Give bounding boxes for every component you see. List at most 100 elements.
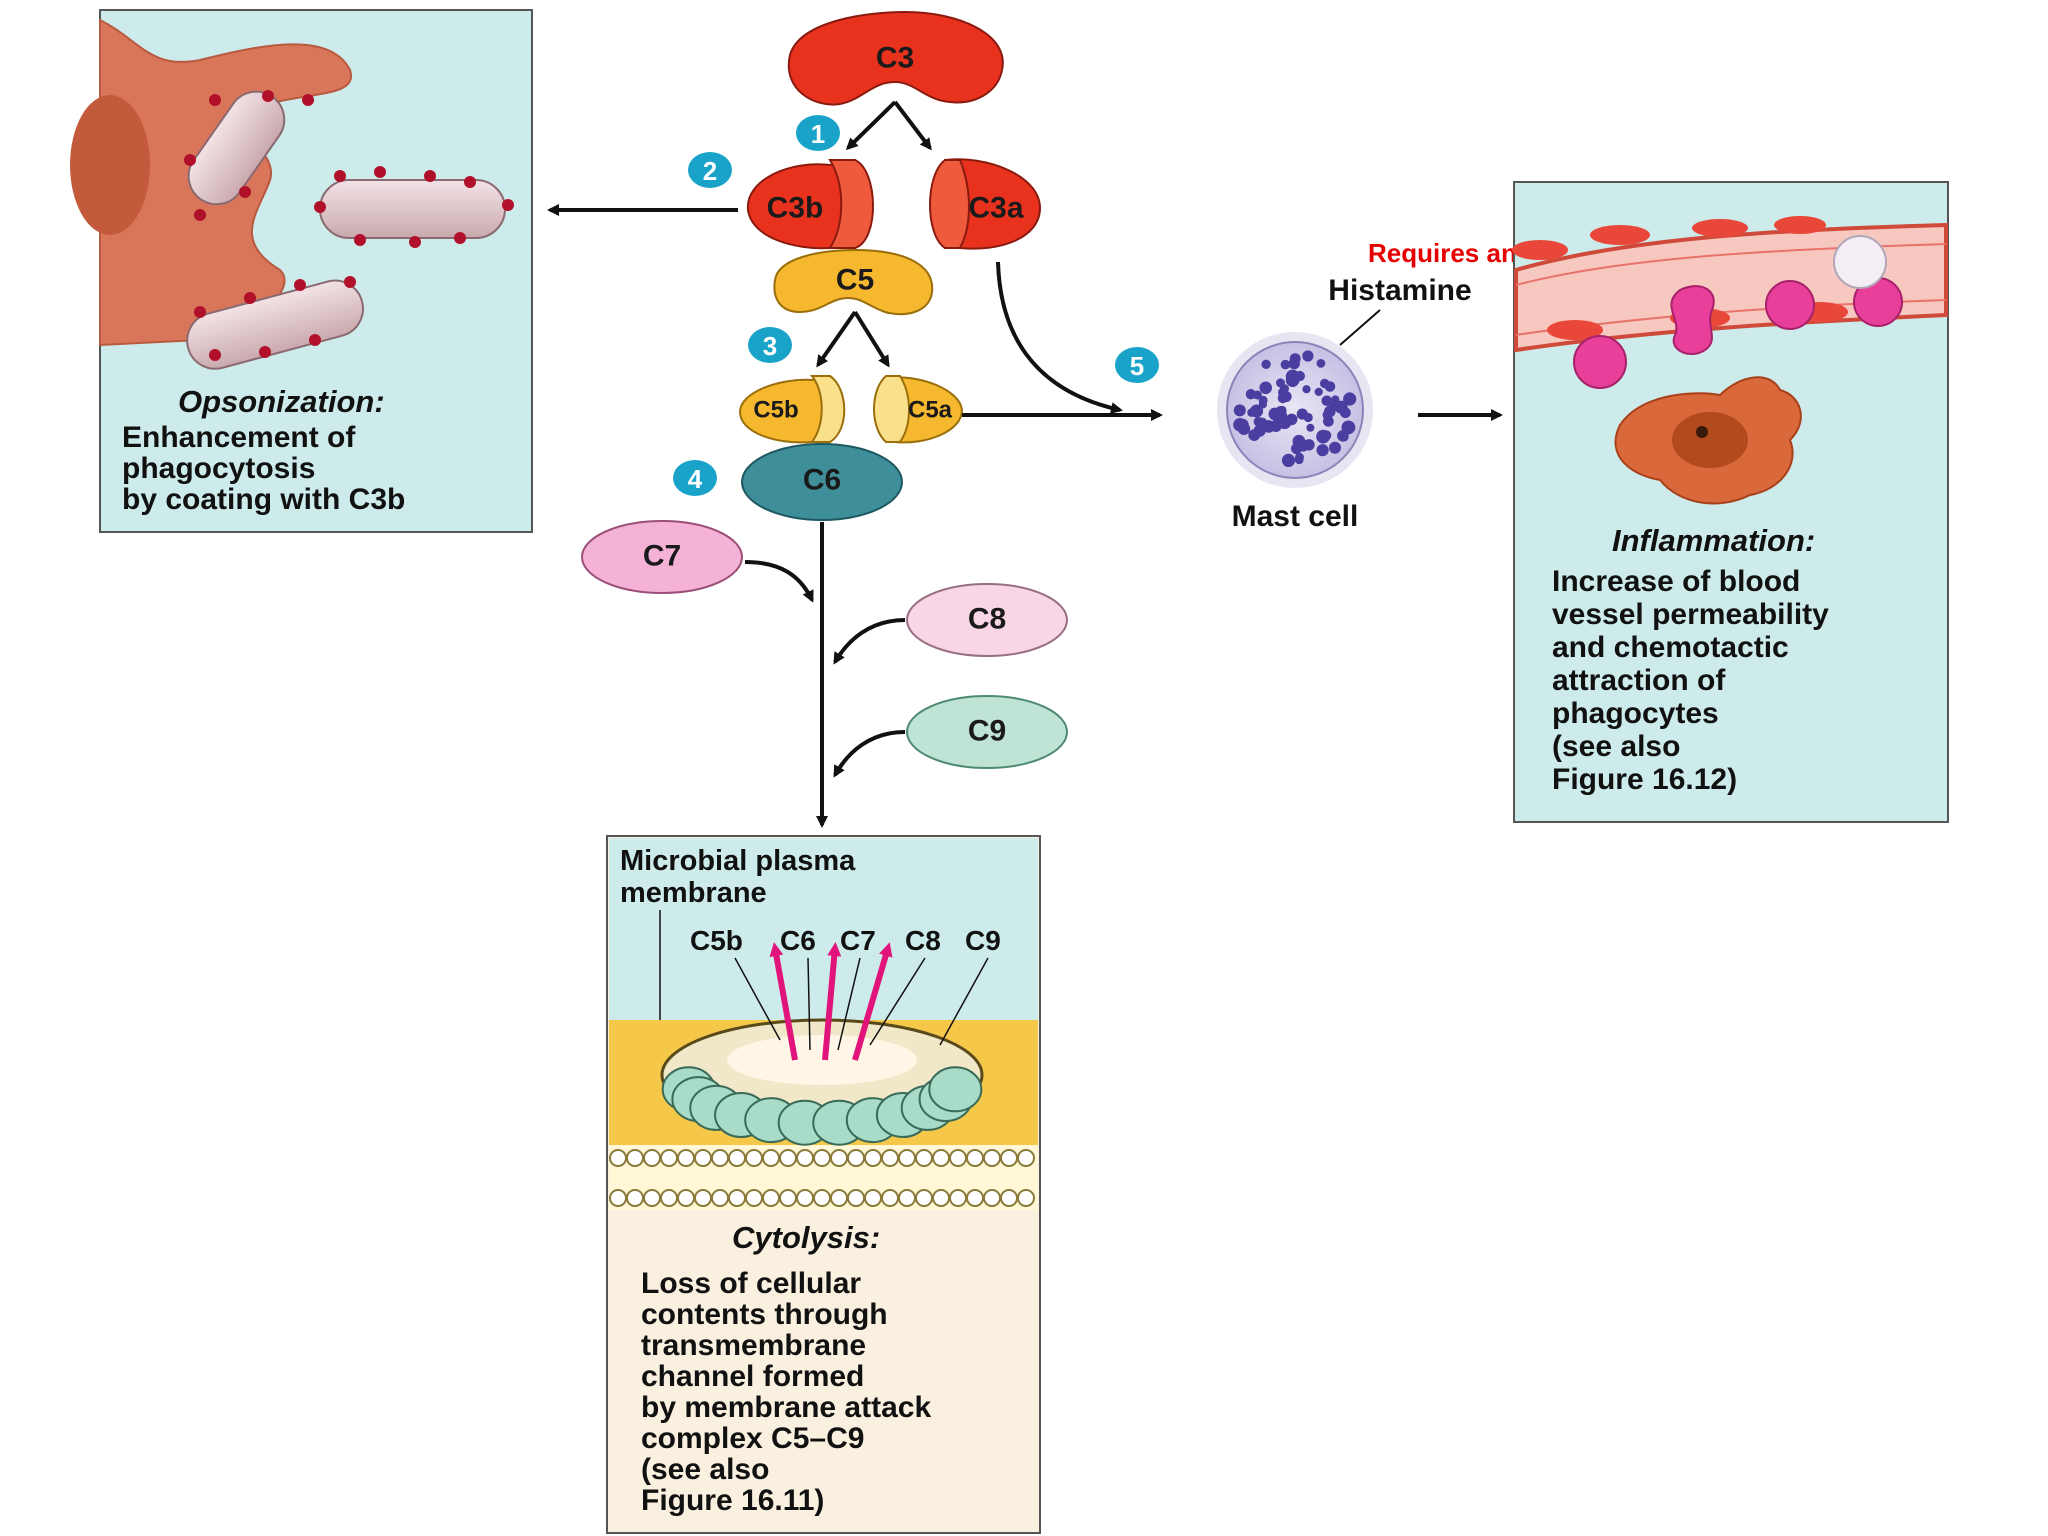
mast-cell-granule [1316,444,1329,457]
lipid-head [932,1149,950,1167]
mast-cell-granule [1233,404,1246,417]
lipid-head [966,1189,984,1207]
lipid-head [796,1149,814,1167]
cytolysis-title: Cytolysis: [732,1220,880,1255]
lipid-head [830,1149,848,1167]
mast-cell-granule [1302,385,1311,394]
lipid-head [711,1149,729,1167]
complex-label-c6: C6 [780,925,816,956]
bacterium-rod [186,279,364,370]
c5-label: C5 [836,264,874,297]
lipid-head [626,1149,644,1167]
mast-cell-granule [1329,441,1341,454]
leak-arrow [852,942,893,1061]
lipid-head [694,1149,712,1167]
mast-cell-granule [1273,408,1288,423]
inflammation-line: attraction of [1552,664,1726,697]
mast-cell-granule [1306,423,1315,432]
mast-cell-granule [1321,395,1333,407]
arrow-c8-join [833,618,906,665]
mac-pore-center [727,1035,917,1085]
lipid-head [762,1189,780,1207]
lipid-head [949,1189,967,1207]
c8-protein [906,583,1068,657]
lipid-head [1017,1149,1035,1167]
mast-cell-granule [1323,415,1334,427]
cytolysis-line: transmembrane [641,1329,866,1362]
lipid-head [745,1149,763,1167]
opsonization-line: by coating with C3b [122,483,405,516]
lipid-head [643,1149,661,1167]
opsonization-panel: Opsonization: Enhancement of phagocytosi… [70,9,533,533]
lipid-head [966,1149,984,1167]
histamine-pointer [1339,309,1381,346]
leak-arrow [822,942,842,1061]
lipid-head [779,1149,797,1167]
mast-cell-granule [1316,359,1326,368]
lipid-head [983,1149,1001,1167]
cytolysis-line: channel formed [641,1360,864,1393]
arrow-c5-to-c5a [853,310,890,368]
lipid-bilayer [609,1145,1038,1210]
arrow-c3-to-c3b [845,100,897,151]
c3b-protein-cap [828,159,874,249]
c9-label: C9 [968,715,1006,748]
histamine-label: Histamine [1328,274,1471,307]
lipid-head [694,1189,712,1207]
inflammation-line: (see also [1552,730,1680,763]
c3-protein [787,10,1004,106]
inflammation-line: phagocytes [1552,697,1719,730]
mast-cell-granule [1285,369,1300,384]
lipid-head [949,1149,967,1167]
mast-cell-granule [1259,381,1272,395]
c3b-protein [746,158,856,250]
mast-cell-granule [1302,350,1314,362]
mast-cell-granule [1280,359,1291,370]
c5-protein [773,248,934,316]
mast-cell-label: Mast cell [1232,500,1359,533]
c6-protein [741,443,903,521]
arrow-c3-to-c3a [893,100,932,151]
complex-label-c8: C8 [905,925,941,956]
lipid-head [898,1149,916,1167]
lipid-head [779,1189,797,1207]
svg-text:3: 3 [763,331,777,361]
lipid-head [983,1189,1001,1207]
mast-cell-granule [1341,420,1356,435]
cytolysis-line: Loss of cellular [641,1267,861,1300]
complex-pointers [659,910,989,1051]
lipid-head [847,1189,865,1207]
lipid-head [881,1149,899,1167]
lipid-head [813,1149,831,1167]
c7-label: C7 [643,540,681,573]
svg-text:2: 2 [703,156,717,186]
lipid-head [864,1189,882,1207]
lipid-head [881,1189,899,1207]
inflammation-panel: Inflammation: Increase of blood vessel p… [1512,181,1949,823]
mast-cell-granule [1277,392,1289,404]
svg-text:5: 5 [1130,351,1144,381]
white-blood-cell [1833,235,1887,289]
cytolysis-line: (see also [641,1453,769,1486]
lipid-head [660,1189,678,1207]
membrane-label-line: Microbial plasma [620,845,856,877]
inflammation-line: and chemotactic [1552,631,1789,664]
lipid-head [830,1189,848,1207]
mast-cell [1217,332,1373,488]
mast-cell-granule [1324,405,1336,418]
lipid-head [1017,1189,1035,1207]
c3b-coating-dots [184,90,514,361]
c3-label: C3 [876,42,914,75]
lipid-head [677,1149,695,1167]
c3a-protein [944,158,1042,250]
cytolysis-panel: Microbial plasma membrane C5b C6 C7 C8 C… [606,835,1041,1534]
mast-cell-granule [1285,413,1298,426]
lipid-head [745,1189,763,1207]
c5a-label: C5a [908,397,953,424]
step-badge: 1 [796,115,840,151]
complex-label-c7: C7 [840,925,876,956]
mast-cell-granule [1269,420,1282,432]
c5b-protein [738,376,831,444]
c6-label: C6 [803,464,841,497]
